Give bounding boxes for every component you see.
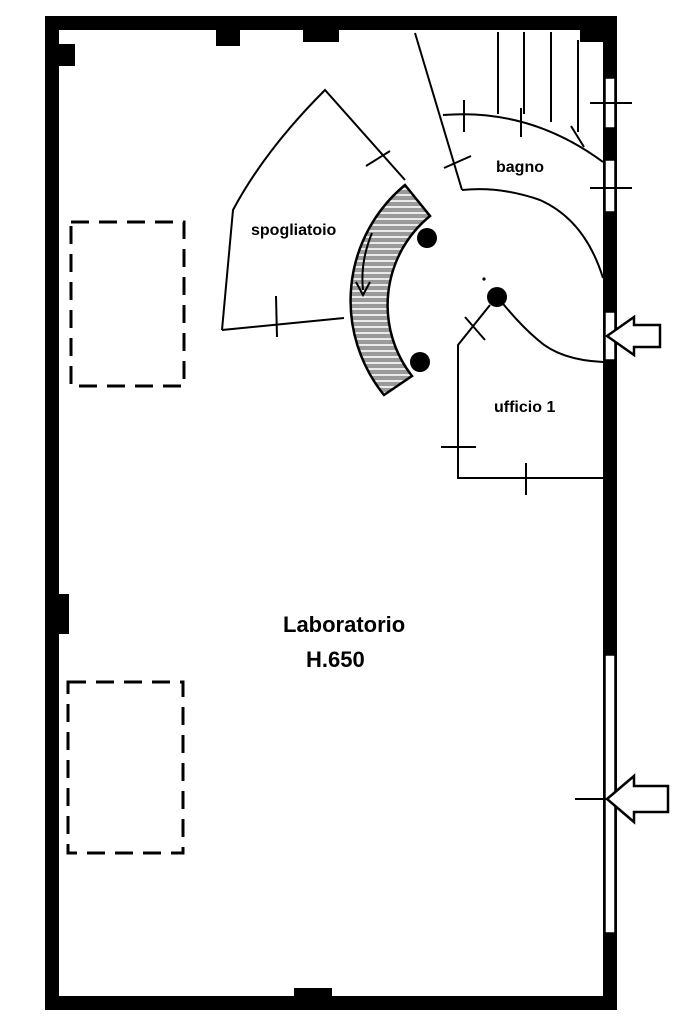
room-ufficio-1 [441,299,604,495]
label-ufficio-1: ufficio 1 [494,399,555,416]
dashed-area-upper [69,220,186,388]
label-laboratorio: Laboratorio [283,612,405,637]
entrance-arrow-upper-icon [604,314,662,358]
label-spogliatoio: spogliatoio [251,222,337,239]
columns [410,228,507,372]
label-bagno: bagno [496,159,544,176]
spiral-staircase [349,183,432,397]
dashed-areas [66,220,186,855]
room-spogliatoio [221,88,406,338]
dashed-area-lower [66,680,185,855]
column-icon [417,228,437,248]
label-height: H.650 [306,647,365,672]
column-icon [410,352,430,372]
entrance-arrow-lower-icon [605,773,670,825]
room-bagno [442,100,604,279]
